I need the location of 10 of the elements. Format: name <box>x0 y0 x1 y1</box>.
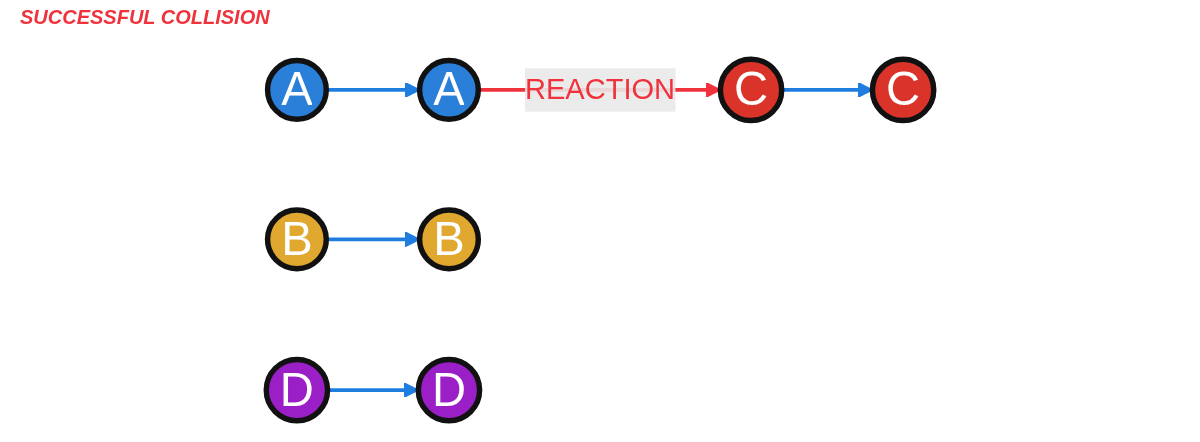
node-circle: B <box>264 207 329 272</box>
node-circle: B <box>416 207 482 272</box>
node-circle: C <box>869 56 937 124</box>
node-circle: D <box>263 356 331 424</box>
node-circle: C <box>717 56 785 124</box>
node-circle: A <box>264 57 329 122</box>
node-circle: A <box>416 57 482 122</box>
node-circle: D <box>415 356 483 424</box>
edge-label: REACTION <box>524 73 676 105</box>
annotation-text: SUCCESSFUL COLLISION <box>20 6 270 29</box>
